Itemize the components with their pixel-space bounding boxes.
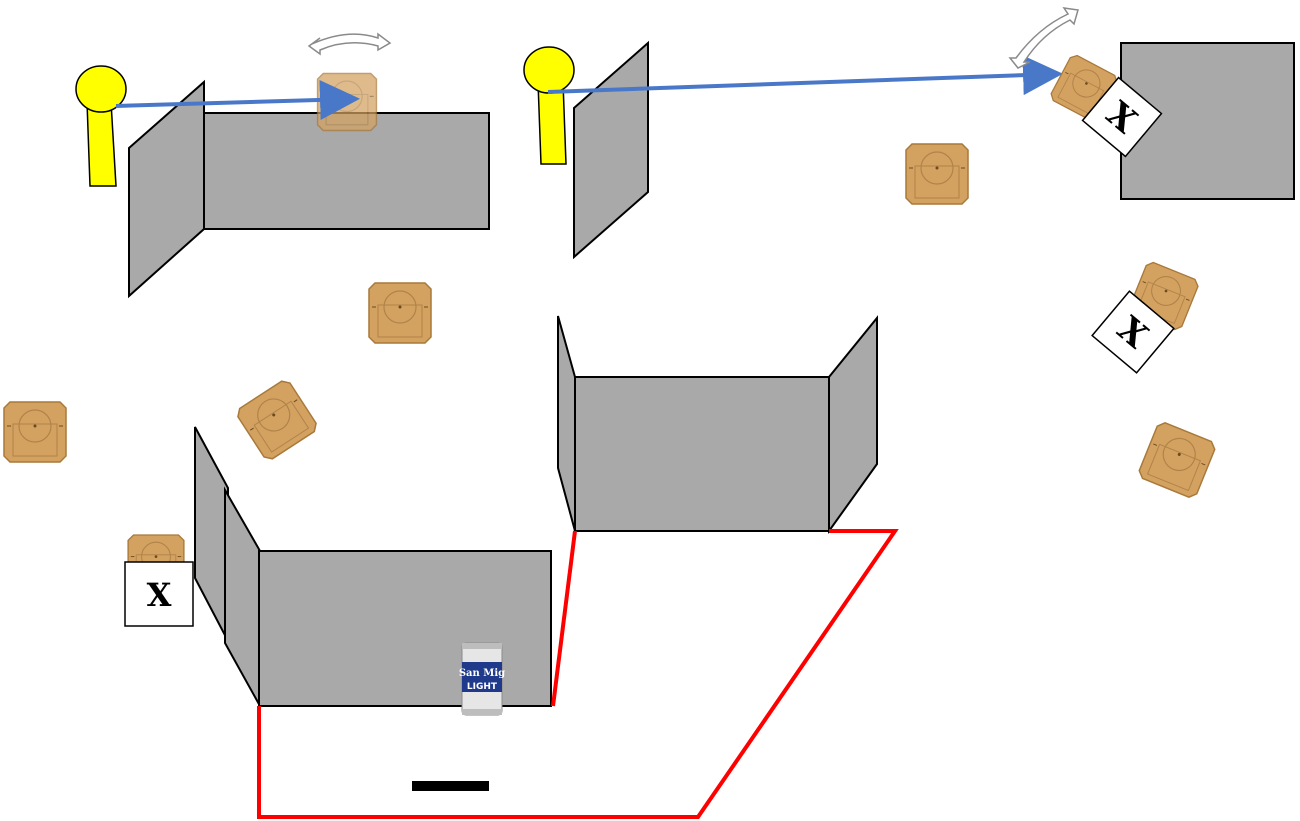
wall-bottom-right-right-wing xyxy=(828,315,878,535)
wall-bottom-right-main xyxy=(574,376,830,532)
can-brand: San Mig xyxy=(459,668,505,679)
cardboard-target-icon xyxy=(905,143,969,205)
wall-bottom-left-main xyxy=(258,550,552,707)
swinger-target-left xyxy=(316,72,378,132)
cardboard-target-icon xyxy=(368,282,432,344)
fault-line xyxy=(257,529,899,819)
wall-top-left-angled xyxy=(128,79,205,299)
cardboard-target-icon xyxy=(1136,419,1218,501)
cardboard-target-icon xyxy=(233,377,321,463)
no-shoot-bottom-left: X xyxy=(124,561,194,627)
sight-line-right xyxy=(547,55,1063,96)
can-variant: LIGHT xyxy=(467,682,498,692)
sight-line-left xyxy=(115,79,360,120)
no-shoot-label: X xyxy=(147,576,172,614)
no-shoot-right-mid: X xyxy=(1091,290,1175,374)
no-shoot-right-top: X xyxy=(1081,76,1163,158)
start-position-marker xyxy=(412,781,489,791)
beer-can-icon: San Mig LIGHT xyxy=(459,642,505,716)
wall-top-left-main xyxy=(203,112,490,230)
swinger-arrow-icon xyxy=(1008,7,1079,69)
wall-bottom-left-inner-wing xyxy=(224,486,261,710)
cardboard-target-icon xyxy=(3,401,67,463)
swinger-arrow-icon xyxy=(307,32,392,56)
wall-bottom-right-left-wing xyxy=(557,315,576,532)
shooter-figure-icon xyxy=(75,65,127,187)
wall-bottom-left-outer-wing xyxy=(194,426,229,642)
shooter-figure-icon xyxy=(523,46,575,165)
wall-top-center-angled xyxy=(573,40,649,260)
